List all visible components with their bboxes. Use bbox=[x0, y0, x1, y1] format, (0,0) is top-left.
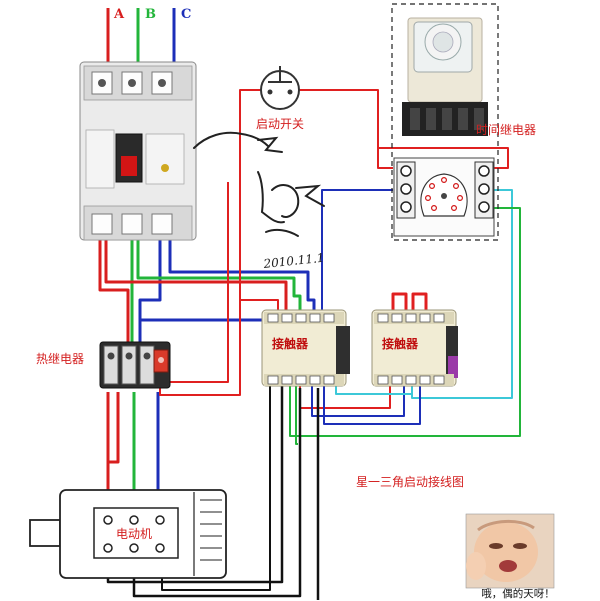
timer-red-top-wire bbox=[378, 147, 509, 169]
phase-a-lower bbox=[98, 238, 130, 348]
phase-a-label: A bbox=[113, 7, 125, 22]
contactor-2 bbox=[371, 309, 458, 387]
red-wire-contactor-1 bbox=[240, 299, 279, 312]
contactor-2-red-top-2 bbox=[411, 292, 428, 312]
contactor-2-red-top-1 bbox=[391, 292, 408, 312]
start-switch-right-wire bbox=[298, 89, 393, 169]
start-switch bbox=[260, 66, 300, 110]
crying-baby-image bbox=[465, 513, 555, 589]
phase-b-to-contactor bbox=[136, 238, 302, 312]
link-blue-wire-1 bbox=[311, 386, 405, 417]
thermal-relay bbox=[99, 341, 171, 389]
link-blue-wire-2 bbox=[323, 386, 421, 425]
contactor-2-label: 接触器 bbox=[382, 336, 419, 351]
control-wires bbox=[106, 89, 521, 600]
start-switch-label: 启动开关 bbox=[256, 117, 304, 131]
diagram-title: 星一三角启动接线图 bbox=[356, 474, 464, 489]
circuit-breaker bbox=[79, 61, 197, 241]
link-green-wire bbox=[295, 386, 298, 445]
phase-a-thermal-bend bbox=[108, 392, 120, 464]
green-control-wire bbox=[289, 207, 521, 437]
phase-c-to-contactor bbox=[168, 238, 316, 312]
handwritten-date: 2010.11.1 bbox=[262, 251, 325, 271]
motor bbox=[29, 489, 227, 579]
time-relay bbox=[391, 3, 499, 241]
phase-b-label: B bbox=[145, 7, 156, 22]
start-switch-left-wire bbox=[159, 89, 262, 396]
meme-caption: 哦，偶的天呀！ bbox=[481, 588, 555, 600]
motor-label: 电动机 bbox=[116, 527, 152, 541]
phase-c-label: C bbox=[181, 7, 191, 22]
blue-control-wire bbox=[321, 189, 393, 312]
handwritten-note bbox=[193, 131, 325, 237]
link-red-wire bbox=[299, 386, 391, 409]
contactor-1-label: 接触器 bbox=[272, 336, 309, 351]
phase-c-lower bbox=[138, 238, 162, 348]
phase-a-to-contactor bbox=[104, 238, 288, 312]
thermal-relay-label: 热继电器 bbox=[36, 352, 84, 366]
contactor-1 bbox=[261, 309, 350, 387]
time-relay-label: 时间继电器 bbox=[476, 123, 536, 137]
link-cyan-wire bbox=[335, 386, 412, 395]
